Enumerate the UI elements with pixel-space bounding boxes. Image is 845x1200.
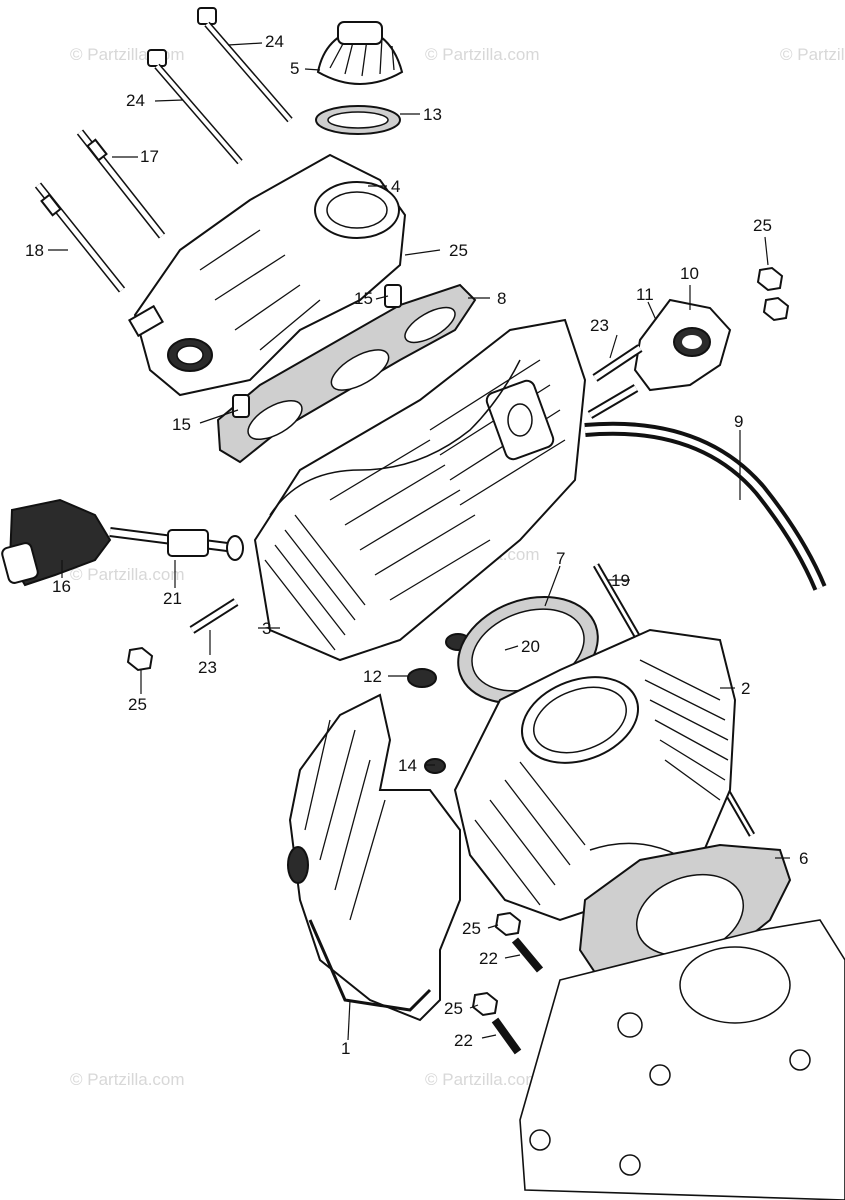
- callout-label: 12: [363, 667, 382, 686]
- callout-label: 14: [398, 756, 417, 775]
- nut-25-top: [756, 266, 784, 292]
- callout-label: 22: [454, 1031, 473, 1050]
- nut-25-low: [471, 991, 499, 1017]
- nut-25-left: [126, 646, 154, 672]
- callout-label: 20: [521, 637, 540, 656]
- callout-label: 16: [52, 577, 71, 596]
- callout-label: 13: [423, 105, 442, 124]
- cylinder-head-3: [253, 318, 587, 662]
- callout-label: 25: [753, 216, 772, 235]
- stud-bolt-17: [76, 129, 166, 239]
- callout-label: 17: [140, 147, 159, 166]
- callout-label: 4: [391, 177, 400, 196]
- head-cover-4: [128, 153, 407, 397]
- insulator-10: [633, 298, 732, 392]
- leader-lines: [48, 42, 790, 1041]
- callout-label: 22: [479, 949, 498, 968]
- stud-22-upper: [511, 937, 544, 973]
- callout-label: 7: [556, 549, 565, 568]
- washer-14: [424, 758, 446, 774]
- callout-label: 18: [25, 241, 44, 260]
- washer-12: [407, 668, 437, 688]
- watermark: © Partzilla.com: [780, 45, 845, 64]
- callout-label: 25: [462, 919, 481, 938]
- stud-23-right: [587, 344, 643, 419]
- crankcase: [519, 919, 845, 1200]
- nut-25-mid: [494, 911, 522, 937]
- callout-label: 11: [636, 285, 654, 304]
- pipe-9: [584, 421, 827, 591]
- stud-22-lower: [491, 1017, 522, 1055]
- callout-label: 15: [172, 415, 191, 434]
- callout-label: 24: [265, 32, 284, 51]
- cylinder-2: [453, 628, 737, 922]
- callout-label: 1: [341, 1039, 350, 1058]
- callout-label: 9: [734, 412, 743, 431]
- callout-label: 23: [590, 316, 609, 335]
- watermark: © Partzilla.com: [70, 45, 185, 64]
- cylinder-base-gasket-6: [578, 843, 792, 987]
- long-bolt-24-left: [147, 49, 243, 165]
- dowel-15-top: [384, 284, 402, 308]
- callout-label: 25: [444, 999, 463, 1018]
- callout-label: 25: [128, 695, 147, 714]
- washer-nut-top: [762, 296, 790, 322]
- long-bolt-24-right: [197, 7, 293, 123]
- head-gasket-8: [216, 283, 477, 464]
- watermark: © Partzilla.com: [425, 1070, 540, 1089]
- plug-connector-21: [109, 527, 244, 561]
- side-cover-1: [287, 693, 461, 1022]
- stud-bolt-18: [34, 182, 126, 293]
- callout-label: 21: [163, 589, 182, 608]
- callout-label: 25: [449, 241, 468, 260]
- watermark: © Partzilla.com: [425, 45, 540, 64]
- callout-label: 6: [799, 849, 808, 868]
- cap-5: [316, 21, 404, 85]
- callout-label: 19: [611, 571, 630, 590]
- watermark: © Partzilla.com: [70, 1070, 185, 1089]
- callout-label: 5: [290, 59, 299, 78]
- plug-cap-16: [1, 498, 112, 587]
- stud-23-left: [189, 598, 239, 634]
- watermark: © Partzilla.com: [70, 565, 185, 584]
- dowel-15-left: [232, 394, 250, 418]
- callout-label: 2: [741, 679, 750, 698]
- callout-label: 23: [198, 658, 217, 677]
- callout-label: 8: [497, 289, 506, 308]
- callout-label: 3: [262, 619, 271, 638]
- callout-label: 15: [354, 289, 373, 308]
- callout-label: 10: [680, 264, 699, 283]
- callout-labels: 24 24 5 13 17 4 18 25 8 15 15 23 11 10 2…: [25, 32, 808, 1058]
- callout-label: 24: [126, 91, 145, 110]
